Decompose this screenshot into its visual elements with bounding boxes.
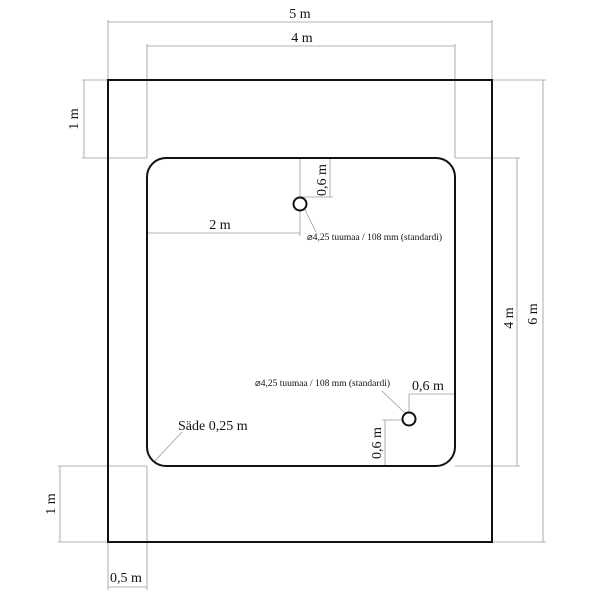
- hole2-horizontal-label: 0,6 m: [412, 379, 444, 394]
- hole1-horizontal-label: 2 m: [209, 218, 231, 233]
- inner-height-label: 4 m: [502, 307, 517, 329]
- drain-hole-2: [401, 411, 417, 427]
- hole1-vertical-label: 0,6 m: [315, 164, 330, 196]
- outer-outline: [107, 79, 493, 543]
- hole2-spec-label: ⌀4,25 tuumaa / 108 mm (standardi): [255, 378, 390, 389]
- bottom-margin-label: 1 m: [44, 493, 59, 515]
- inner-width-label: 4 m: [291, 31, 313, 46]
- hole1-spec-label: ⌀4,25 tuumaa / 108 mm (standardi): [307, 232, 442, 243]
- inner-pool-outline: [146, 157, 456, 467]
- outer-width-label: 5 m: [289, 7, 311, 22]
- side-margin-label: 0,5 m: [110, 571, 142, 586]
- top-margin-label: 1 m: [67, 108, 82, 130]
- dimension-lines: [58, 20, 546, 590]
- outer-height-label: 6 m: [526, 303, 541, 325]
- drain-hole-1: [292, 196, 308, 212]
- corner-radius-label: Säde 0,25 m: [178, 419, 248, 434]
- hole2-vertical-label: 0,6 m: [370, 427, 385, 459]
